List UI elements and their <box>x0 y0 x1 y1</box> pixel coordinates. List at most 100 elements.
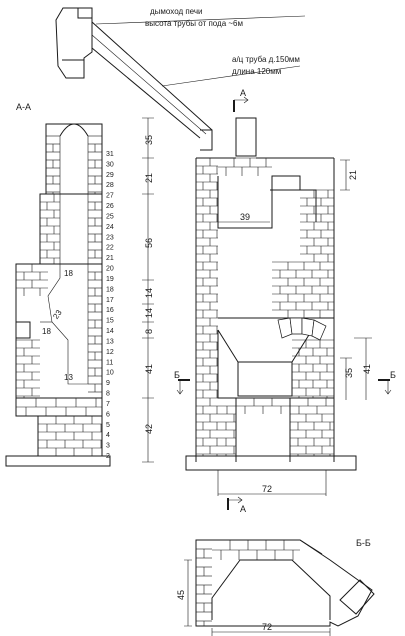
bb-firebox <box>211 559 331 620</box>
pipe-centerline <box>91 34 207 135</box>
dim-72-plan: 72 <box>262 622 272 632</box>
cut-marker-b-right <box>378 379 392 395</box>
row-number: 9 <box>106 380 110 387</box>
dim-42: 42 <box>144 424 154 434</box>
dim-chain-ticks <box>142 117 154 463</box>
dim-41-right: 41 <box>362 364 372 374</box>
pipe-note-line2: длина 120мм <box>232 67 281 76</box>
leader-pipe-note <box>161 65 301 87</box>
dim-39: 39 <box>240 212 250 222</box>
row-number: 11 <box>106 359 113 366</box>
dim-14-b: 14 <box>144 308 154 318</box>
dim-45: 45 <box>176 590 186 600</box>
row-number: 29 <box>106 172 114 179</box>
row-number: 31 <box>106 151 114 158</box>
row-number: 4 <box>106 432 110 439</box>
row-number: 26 <box>106 203 114 210</box>
row-number: 21 <box>106 255 114 262</box>
row-number: 16 <box>106 307 114 314</box>
aa-arch <box>59 123 89 137</box>
cut-marker-a-top <box>233 96 249 112</box>
row-number: 7 <box>106 401 110 408</box>
section-bb-view <box>195 539 375 627</box>
row-number: 24 <box>106 224 114 231</box>
row-number: 13 <box>106 338 114 345</box>
row-number: 3 <box>106 443 110 450</box>
dim-21-right-line <box>340 159 350 191</box>
aa-plinth <box>37 415 103 457</box>
cut-a-top-label: А <box>240 88 246 98</box>
row-number: 30 <box>106 161 114 168</box>
dim-13: 13 <box>64 373 73 382</box>
section-aa-label: А-А <box>16 102 31 112</box>
fe-pipe-inlet <box>200 129 213 151</box>
row-number: 15 <box>106 318 114 325</box>
aa-brick-courses <box>16 135 102 456</box>
dim-45-line <box>184 559 192 627</box>
row-number: 18 <box>106 286 114 293</box>
bb-chimney-edge <box>299 539 323 555</box>
aa-chimney-stack <box>45 123 103 195</box>
dim-72-plan-line <box>211 628 331 636</box>
cut-marker-b-left <box>176 379 190 395</box>
row-number: 28 <box>106 182 114 189</box>
chimney-pipe-assembly <box>55 7 306 139</box>
dim-35-right: 35 <box>344 368 354 378</box>
row-number: 23 <box>106 234 114 241</box>
dim-35-41-right-line <box>340 337 372 400</box>
aa-foundation <box>5 455 111 467</box>
row-number: 8 <box>106 391 110 398</box>
dim-14-a: 14 <box>144 288 154 298</box>
aa-oven-door <box>15 321 31 339</box>
bb-brick-courses <box>196 539 300 626</box>
fe-inner-upper <box>217 175 301 229</box>
row-number: 22 <box>106 245 114 252</box>
cut-a-bottom-label: А <box>240 504 246 514</box>
dim-21-right: 21 <box>348 170 358 180</box>
row-number: 14 <box>106 328 114 335</box>
chimney-note-line1: дымоход печи <box>150 7 203 16</box>
vertical-dim-chain <box>142 117 154 463</box>
row-number: 19 <box>106 276 114 283</box>
fe-firebox-outline <box>217 329 313 397</box>
row-number: 17 <box>106 297 114 304</box>
dim-56: 56 <box>144 238 154 248</box>
pipe-edge-lower <box>91 47 201 139</box>
aa-upper-body <box>39 193 103 265</box>
pipe-edge-upper <box>91 21 213 131</box>
row-number-column: 3130292827262524232221201918171615141312… <box>106 151 114 460</box>
row-number: 27 <box>106 193 114 200</box>
dim-35-top: 35 <box>144 135 154 145</box>
row-number: 6 <box>106 411 110 418</box>
fe-chimney-block <box>235 117 257 157</box>
dim-18-b: 18 <box>42 327 51 336</box>
dim-72-front: 72 <box>262 484 272 494</box>
row-number: 10 <box>106 370 114 377</box>
dim-18-a: 18 <box>64 269 73 278</box>
pipe-note-line1: а/ц труба д.150мм <box>232 55 300 64</box>
aa-lower-body <box>15 263 103 399</box>
row-number: 25 <box>106 213 114 220</box>
section-aa-view <box>5 123 111 467</box>
row-number: 12 <box>106 349 114 356</box>
dim-23: 23 <box>51 308 64 321</box>
row-number: 5 <box>106 422 110 429</box>
fe-foundation <box>185 455 357 471</box>
row-number: 20 <box>106 266 114 273</box>
cut-marker-a-bottom <box>227 496 243 510</box>
chimney-note-line2: высота трубы от пода ~6м <box>145 19 243 28</box>
fe-brick-courses <box>196 157 334 456</box>
chimney-cap <box>77 7 93 19</box>
row-number: 2 <box>106 453 110 460</box>
cut-b-right-label: Б <box>390 370 396 380</box>
fe-arch-lintel <box>277 317 327 341</box>
bb-outline <box>195 539 373 627</box>
bb-door <box>339 579 375 615</box>
aa-flue-channel <box>47 136 89 385</box>
leader-chimney-note <box>95 15 306 25</box>
dim-21: 21 <box>144 173 154 183</box>
cut-b-left-label: Б <box>174 370 180 380</box>
dim-72-front-line <box>217 470 327 496</box>
section-bb-label: Б-Б <box>356 538 371 548</box>
